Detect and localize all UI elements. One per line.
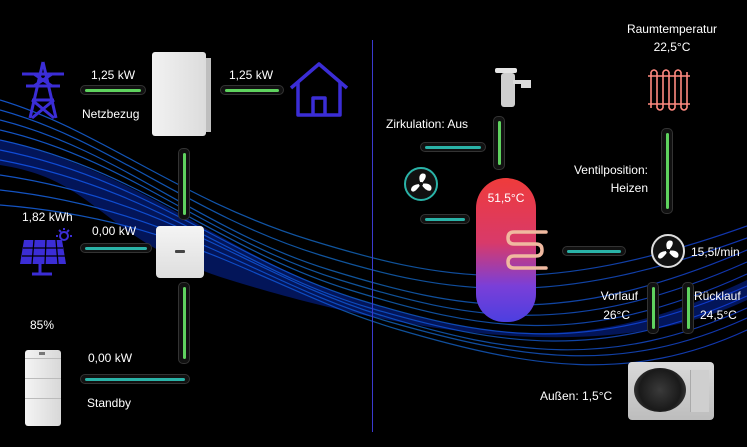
- tank-temperature: 51,5°C: [487, 191, 525, 205]
- battery-state: Standby: [87, 396, 132, 410]
- battery-icon: [25, 350, 61, 426]
- battery-soc: 85%: [30, 318, 55, 332]
- return-flow-line: [682, 282, 694, 334]
- fan-icon[interactable]: [403, 166, 439, 202]
- hybrid-inverter: [156, 226, 204, 278]
- grid-flow-line: [80, 85, 146, 95]
- heat-coil-icon: [506, 230, 548, 270]
- radiator-icon: [648, 69, 690, 111]
- tank-left-line: [420, 214, 470, 224]
- house-icon: [289, 62, 349, 117]
- circulation-flow-line: [420, 142, 486, 152]
- circulation-label: Zirkulation: Aus: [386, 117, 469, 131]
- supply-flow-line: [647, 282, 659, 334]
- section-divider: [372, 40, 373, 432]
- grid-power: 1,25 kW: [91, 68, 136, 82]
- radiator-flow-line: [661, 128, 673, 214]
- power-tower-icon: [22, 61, 64, 120]
- tap-flow-line: [493, 116, 505, 170]
- room-label: Raumtemperatur: [626, 22, 718, 36]
- valve-label: Ventilposition:: [573, 163, 648, 177]
- solar-power: 0,00 kW: [92, 224, 137, 238]
- tank-right-line: [562, 246, 626, 256]
- supply-label: Vorlauf: [600, 289, 638, 303]
- battery-power: 0,00 kW: [88, 351, 133, 365]
- heat-pump-icon: [628, 362, 714, 420]
- solar-panel-icon: [20, 228, 72, 276]
- solar-flow-line: [80, 243, 152, 253]
- fan-icon[interactable]: [650, 233, 686, 269]
- solar-energy: 1,82 kWh: [22, 210, 73, 224]
- battery-flow-line: [80, 374, 190, 384]
- flow-rate: 15,5l/min: [691, 245, 740, 259]
- house-flow-line: [220, 85, 284, 95]
- inverter-unit: [152, 52, 211, 138]
- house-power: 1,25 kW: [229, 68, 274, 82]
- hot-water-tank: [476, 178, 536, 322]
- battery-flow-vertical: [178, 282, 190, 364]
- inverter-flow-line: [178, 148, 190, 220]
- grid-label: Netzbezug: [82, 107, 140, 121]
- faucet-icon: [495, 68, 531, 107]
- return-label: Rücklauf: [694, 289, 741, 303]
- outdoor-temperature: Außen: 1,5°C: [540, 389, 613, 403]
- return-temperature: 24,5°C: [700, 308, 737, 322]
- valve-value: Heizen: [610, 181, 648, 195]
- supply-temperature: 26°C: [603, 308, 630, 322]
- room-temperature: 22,5°C: [653, 40, 691, 54]
